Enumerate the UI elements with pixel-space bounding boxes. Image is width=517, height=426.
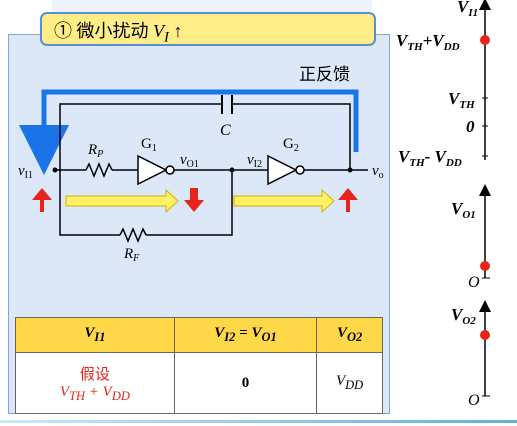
level3-label: 0 [466, 117, 475, 136]
point-vi1 [480, 35, 490, 45]
vi1-label: vI1 [18, 163, 33, 181]
node-vo [347, 167, 353, 173]
axis-vi1-label: VI1 [457, 0, 478, 19]
rp-resistor [85, 162, 113, 178]
rf-label: RF [123, 246, 140, 264]
vi2-label: vI2 [247, 152, 262, 170]
red-up-arrow-2 [338, 188, 358, 212]
cell-zero: 0 [173, 352, 318, 414]
banner-sub: I [164, 29, 169, 46]
axis-vo1-label: VO1 [451, 199, 476, 221]
table-row: 假设 VTH + VDD 0 VDD [15, 352, 383, 414]
yellow-arrow-1 [65, 188, 179, 214]
cell-vdd: VDD [316, 352, 383, 414]
vo1-label: vO1 [180, 152, 199, 170]
g1-label: G1 [141, 136, 157, 154]
g1-inverter [137, 154, 168, 186]
header-vi1: VI1 [15, 317, 175, 353]
point-vo1 [480, 261, 490, 271]
point-vo2 [480, 330, 490, 340]
g1-bubble [165, 165, 175, 175]
red-up-arrow-1 [32, 188, 52, 212]
rf-resistor [119, 227, 147, 243]
vo-label: vo [372, 163, 384, 181]
axis-vo2-label: VO2 [451, 305, 476, 327]
axis-vo1-origin: O [468, 274, 480, 291]
table-header-row: VI1 VI2 = VO1 VO2 [15, 317, 383, 353]
level4-label: VTH- VDD [398, 147, 462, 169]
g2-bubble [295, 165, 305, 175]
rf-wire [59, 170, 233, 236]
header-vo2: VO2 [316, 317, 383, 353]
feedback-label: 正反馈 [299, 65, 350, 84]
top-strip [52, 0, 372, 12]
yellow-arrow-2 [233, 188, 335, 214]
red-down-arrow [184, 188, 204, 212]
cap-wire [59, 103, 351, 170]
axis-vo2-origin: O [468, 392, 480, 409]
step-banner: ① 微小扰动 VI ↑ [40, 12, 376, 46]
cell-assume: 假设 VTH + VDD [15, 352, 175, 414]
rp-label: RP [87, 142, 103, 160]
banner-prefix: ① 微小扰动 [54, 21, 153, 41]
node-vi1 [52, 167, 58, 173]
g2-inverter [267, 154, 298, 186]
g2-label: G2 [283, 136, 299, 154]
banner-var: V [153, 21, 164, 41]
level2-label: VTH [448, 89, 475, 111]
cap-label: C [220, 122, 231, 139]
feedback-path [19, 89, 359, 175]
bottom-bar [0, 420, 517, 423]
level1-label: VTH+VDD [396, 31, 460, 53]
state-table: VI1 VI2 = VO1 VO2 假设 VTH + VDD 0 VDD [15, 317, 383, 414]
banner-suffix: ↑ [169, 21, 183, 41]
header-vi2-vo1: VI2 = VO1 [173, 317, 318, 353]
